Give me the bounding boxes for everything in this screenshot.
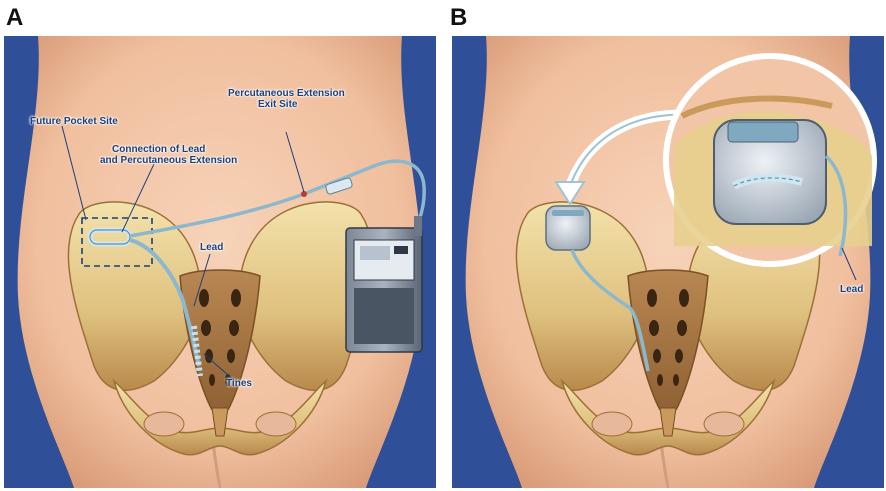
panel-a-illustration: Future Pocket Site Connection of Lead an… — [4, 36, 436, 488]
label-lead: Lead — [200, 242, 223, 253]
label-extension-line1: Percutaneous Extension — [228, 88, 345, 99]
panel-a-letter: A — [6, 4, 23, 32]
label-future-pocket-site: Future Pocket Site — [30, 116, 118, 127]
label-connection-line1: Connection of Lead — [112, 144, 205, 155]
magnified-inset — [666, 56, 874, 264]
panel-b-letter: B — [450, 4, 467, 32]
panel-b-illustration: Lead — [452, 36, 884, 488]
external-stimulator — [346, 216, 422, 352]
panel-b-drawing — [452, 36, 884, 488]
label-extension-line2: Exit Site — [258, 99, 297, 110]
label-connection-line2: and Percutaneous Extension — [100, 155, 237, 166]
panel-a-drawing — [4, 36, 436, 488]
label-tines: Tines — [226, 378, 252, 389]
label-lead: Lead — [840, 284, 863, 295]
